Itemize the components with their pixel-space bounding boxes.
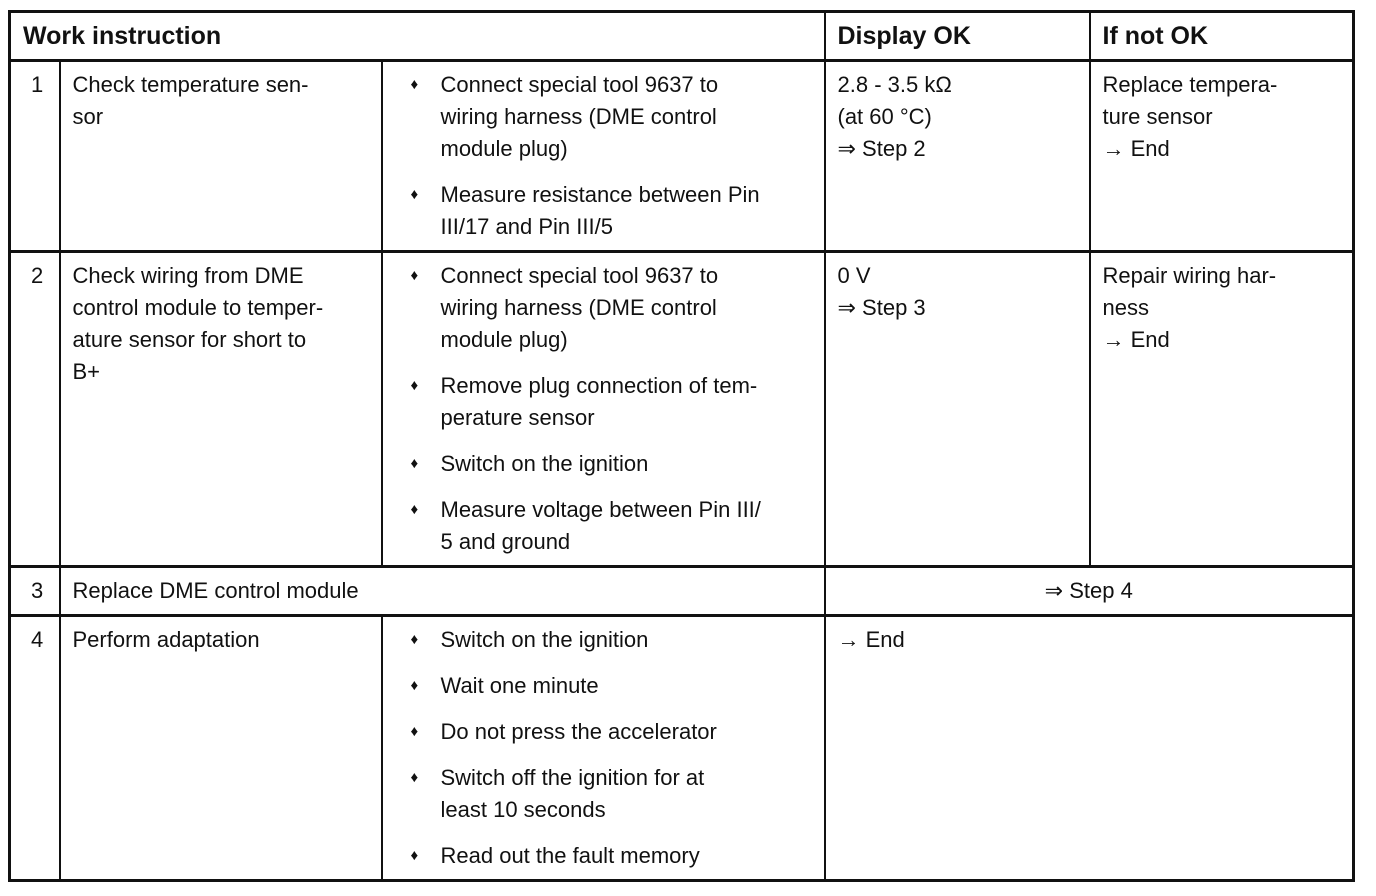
result-cell-merged: → End — [823, 614, 1355, 882]
diamond-bullet-icon: ♦ — [410, 501, 419, 518]
action-text: Wait one minute — [440, 673, 599, 698]
manual-page: Work instruction Display OK If not OK 1 … — [8, 10, 1355, 882]
action-text: Connect special tool 9637 to wiring harn… — [440, 263, 719, 352]
action-item: ♦ Do not press the accelerator — [411, 716, 818, 748]
action-text: Switch on the ignition — [440, 451, 649, 476]
action-item: ♦ Read out the fault memory — [411, 840, 818, 872]
diamond-bullet-icon: ♦ — [410, 769, 419, 786]
action-item: ♦ Measure voltage between Pin III/ 5 and… — [411, 494, 818, 558]
action-text: Remove plug connection of tem- perature … — [440, 373, 758, 430]
action-text: Measure voltage between Pin III/ 5 and g… — [440, 497, 761, 554]
diamond-bullet-icon: ♦ — [410, 677, 419, 694]
action-text: Do not press the accelerator — [440, 719, 717, 744]
action-item: ♦ Connect special tool 9637 to wiring ha… — [411, 260, 818, 356]
action-item: ♦ Wait one minute — [411, 670, 818, 702]
action-text: Switch off the ignition for at least 10 … — [440, 765, 705, 822]
diamond-bullet-icon: ♦ — [410, 377, 419, 394]
header-row: Work instruction Display OK If not OK — [8, 10, 1355, 62]
action-text: Measure resistance between Pin III/17 an… — [440, 182, 760, 239]
header-if-not-ok: If not OK — [1088, 10, 1355, 62]
diamond-bullet-icon: ♦ — [410, 267, 419, 284]
actions-cell: ♦ Switch on the ignition ♦ Wait one minu… — [380, 614, 826, 882]
task-cell: Perform adaptation — [58, 614, 383, 882]
diamond-bullet-icon: ♦ — [410, 76, 419, 93]
if-not-ok-cell: Replace tempera- ture sensor → End — [1088, 59, 1355, 253]
table-row-step-4: 4 Perform adaptation ♦ Switch on the ign… — [8, 614, 1355, 882]
table-row-step-1: 1 Check temperature sen- sor ♦ Connect s… — [8, 59, 1355, 253]
action-text: Connect special tool 9637 to wiring harn… — [440, 72, 719, 161]
action-item: ♦ Remove plug connection of tem- peratur… — [411, 370, 818, 434]
action-item: ♦ Switch on the ignition — [411, 448, 818, 480]
work-instruction-table: Work instruction Display OK If not OK 1 … — [8, 10, 1355, 882]
diamond-bullet-icon: ♦ — [410, 455, 419, 472]
table-row-step-2: 2 Check wiring from DME control module t… — [8, 250, 1355, 568]
action-text: Read out the fault memory — [440, 843, 700, 868]
result-cell-merged: ⇒ Step 4 — [823, 565, 1355, 617]
diamond-bullet-icon: ♦ — [410, 186, 419, 203]
diamond-bullet-icon: ♦ — [410, 723, 419, 740]
step-number: 1 — [8, 59, 61, 253]
action-item: ♦ Switch on the ignition — [411, 624, 818, 656]
step-number: 4 — [8, 614, 61, 882]
if-not-ok-cell: Repair wiring har- ness → End — [1088, 250, 1355, 568]
header-work-instruction: Work instruction — [8, 10, 826, 62]
step-number: 3 — [8, 565, 61, 617]
task-cell: Check temperature sen- sor — [58, 59, 383, 253]
action-item: ♦ Switch off the ignition for at least 1… — [411, 762, 818, 826]
table-row-step-3: 3 Replace DME control module ⇒ Step 4 — [8, 565, 1355, 617]
action-item: ♦ Measure resistance between Pin III/17 … — [411, 179, 818, 243]
task-cell: Check wiring from DME control module to … — [58, 250, 383, 568]
display-ok-cell: 0 V ⇒ Step 3 — [823, 250, 1091, 568]
task-cell-merged: Replace DME control module — [58, 565, 826, 617]
step-number: 2 — [8, 250, 61, 568]
actions-cell: ♦ Connect special tool 9637 to wiring ha… — [380, 59, 826, 253]
action-text: Switch on the ignition — [440, 627, 649, 652]
display-ok-cell: 2.8 - 3.5 kΩ (at 60 °C) ⇒ Step 2 — [823, 59, 1091, 253]
action-item: ♦ Connect special tool 9637 to wiring ha… — [411, 69, 818, 165]
header-display-ok: Display OK — [823, 10, 1091, 62]
actions-cell: ♦ Connect special tool 9637 to wiring ha… — [380, 250, 826, 568]
diamond-bullet-icon: ♦ — [410, 847, 419, 864]
diamond-bullet-icon: ♦ — [410, 631, 419, 648]
